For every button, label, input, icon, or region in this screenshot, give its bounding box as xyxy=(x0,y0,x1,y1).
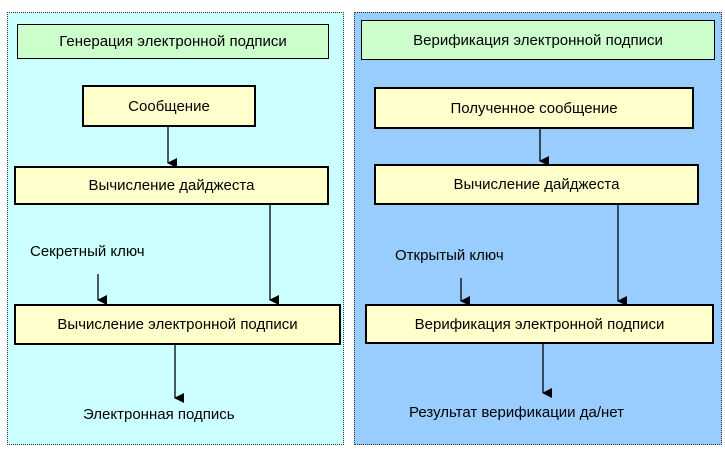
verification-panel xyxy=(354,12,722,445)
public-key-label: Открытый ключ xyxy=(395,247,504,264)
secret-key-label: Секретный ключ xyxy=(30,243,145,260)
verification-result-label: Результат верификации да/нет xyxy=(409,404,624,421)
verification-digest-box: Вычисление дайджеста xyxy=(374,164,699,205)
generation-title: Генерация электронной подписи xyxy=(17,24,329,59)
digest-box: Вычисление дайджеста xyxy=(14,166,329,205)
received-message-box: Полученное сообщение xyxy=(374,87,694,129)
message-box: Сообщение xyxy=(82,85,256,127)
compute-signature-box: Вычисление электронной подписи xyxy=(14,304,341,345)
signature-output-label: Электронная подпись xyxy=(83,406,235,423)
verify-signature-box: Верификация электронной подписи xyxy=(365,304,714,344)
verification-title: Верификация электронной подписи xyxy=(361,20,715,60)
